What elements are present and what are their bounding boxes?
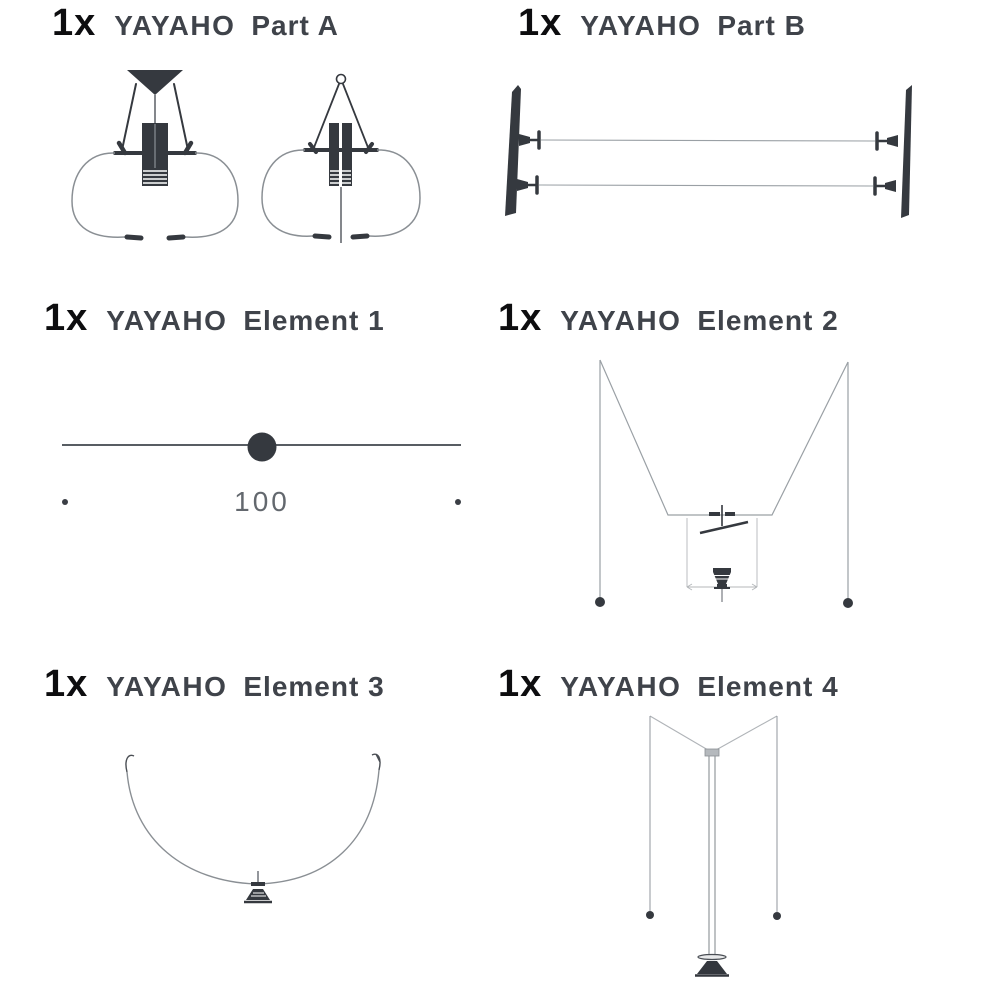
transformer-icon (329, 123, 339, 186)
brand-label: YAYAHO (106, 305, 228, 336)
wall-bracket-icon (901, 85, 912, 218)
dimension-label: 100 (234, 486, 290, 517)
end-dot (843, 598, 853, 608)
cable-loops (261, 149, 421, 237)
suspension-wires (116, 83, 194, 156)
element-3-header: 1x YAYAHO Element 3 (44, 663, 385, 706)
transformer-vents (330, 170, 351, 184)
halogen-lamp-icon (713, 568, 731, 602)
counterweight-rod (699, 520, 749, 535)
end-dot (773, 912, 781, 920)
part-name-label: Element 3 (243, 671, 385, 702)
center-clamp (709, 505, 735, 526)
wall-bracket-icon (505, 85, 521, 216)
part-name-label: Part B (717, 10, 806, 41)
quantity-label: 1x (52, 2, 97, 44)
element-4-header: 1x YAYAHO Element 4 (498, 663, 839, 706)
element-1-header: 1x YAYAHO Element 1 (44, 297, 385, 340)
element-2-header: 1x YAYAHO Element 2 (498, 297, 839, 340)
cable-loops (71, 152, 239, 238)
suspension-cables (649, 715, 778, 751)
catenary-cable (126, 769, 380, 885)
lamp-base-icon (695, 953, 729, 977)
element-3-drawing (125, 753, 381, 904)
part-a-header: 1x YAYAHO Part A (52, 2, 339, 45)
halogen-lamp-icon (244, 871, 272, 904)
center-ball-icon (247, 432, 277, 462)
suspension-cables (599, 359, 849, 601)
tensioner-icon (885, 180, 896, 192)
part-b-drawing (505, 85, 912, 218)
part-name-label: Part A (251, 10, 339, 41)
quantity-label: 1x (498, 297, 543, 339)
tensioner-icon (887, 135, 898, 147)
tension-cable-top (519, 130, 898, 151)
brand-label: YAYAHO (560, 671, 682, 702)
pole (708, 756, 716, 954)
part-b-header: 1x YAYAHO Part B (518, 2, 806, 45)
part-a-front-view (71, 70, 239, 241)
transformer-vents (143, 170, 167, 184)
cable (538, 184, 874, 187)
cable-plug-tips (312, 233, 370, 240)
canopy-icon (127, 70, 183, 95)
end-dot (646, 911, 654, 919)
part-name-label: Element 1 (243, 305, 385, 336)
brand-label: YAYAHO (114, 10, 236, 41)
hook-icon (371, 753, 381, 771)
element-1-drawing: 100 (62, 432, 461, 517)
tensioner-icon (519, 134, 530, 146)
element-4-drawing (646, 715, 781, 977)
suspension-wires (308, 83, 374, 154)
cable (540, 139, 876, 142)
cable-plug-tips (124, 234, 186, 241)
element-2-drawing (595, 359, 853, 608)
quantity-label: 1x (518, 2, 563, 44)
end-dot (455, 499, 461, 505)
top-connector (704, 748, 720, 757)
brand-label: YAYAHO (580, 10, 702, 41)
quantity-label: 1x (44, 663, 89, 705)
part-a-side-view (261, 73, 421, 243)
part-name-label: Element 2 (697, 305, 839, 336)
transformer-icon (342, 123, 352, 186)
tension-cable-bottom (517, 175, 896, 196)
brand-label: YAYAHO (106, 671, 228, 702)
hook-icon (125, 754, 135, 773)
quantity-label: 1x (44, 297, 89, 339)
tensioner-icon (517, 179, 528, 191)
part-a-drawing (71, 70, 421, 243)
end-dot (62, 499, 68, 505)
part-name-label: Element 4 (697, 671, 839, 702)
quantity-label: 1x (498, 663, 543, 705)
drop-cables (649, 716, 778, 912)
end-dot (595, 597, 605, 607)
ceiling-ring-icon (335, 73, 347, 85)
brand-label: YAYAHO (560, 305, 682, 336)
